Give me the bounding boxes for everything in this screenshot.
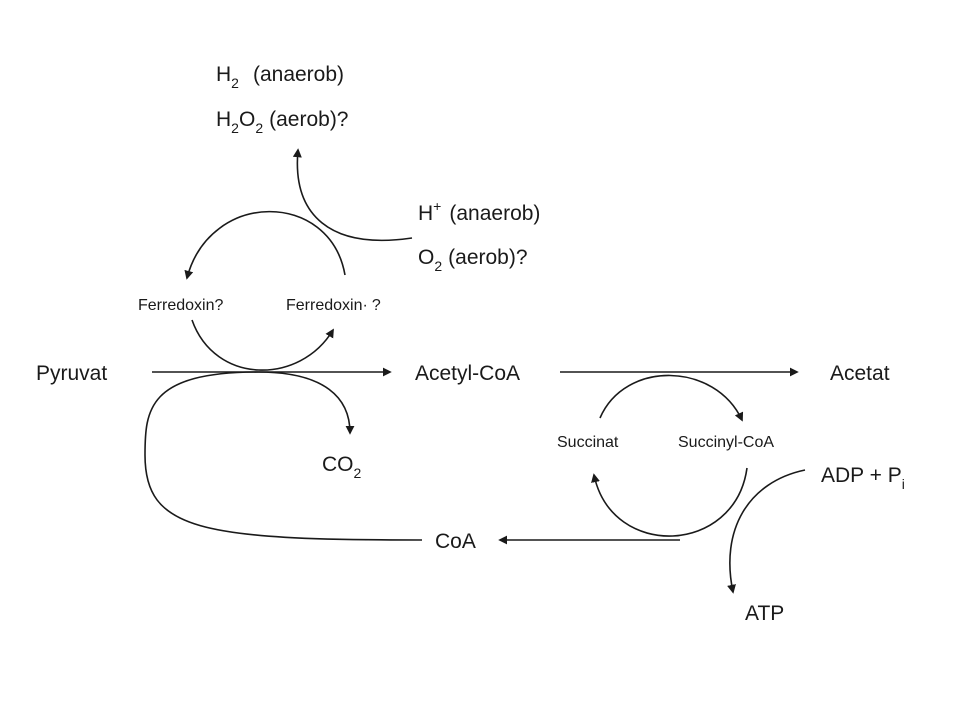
hplus-superscript: +: [433, 198, 441, 214]
h2o2-h: H: [216, 108, 231, 131]
h2-note: (anaerob): [253, 63, 344, 86]
h2o2-subscript-1: 2: [231, 120, 239, 136]
arc-ferredoxin-reduction: [191, 319, 334, 371]
label-coa: CoA: [435, 530, 476, 553]
arc-electron-acceptor: [292, 148, 413, 242]
ferredoxin-red-main: Ferredoxin: [286, 297, 362, 314]
h2-main: H: [216, 63, 231, 86]
label-ferredoxin-oxidized: Ferredoxin?: [138, 297, 223, 314]
adp-subscript: i: [902, 476, 905, 492]
h2o2-subscript-2: 2: [255, 120, 263, 136]
label-succinyl-coa: Succinyl-CoA: [678, 434, 774, 451]
label-acetat: Acetat: [830, 362, 890, 385]
o2-note: (aerob)?: [448, 246, 527, 269]
arc-succinyl-coa-to-succinat: [591, 467, 748, 537]
co2-subscript: 2: [354, 465, 362, 481]
arc-coa-loop: [144, 371, 423, 541]
co2-main: CO: [322, 453, 354, 476]
arc-co2-release: [257, 371, 355, 435]
label-pyruvat: Pyruvat: [36, 362, 107, 385]
adp-main: ADP + P: [821, 464, 902, 487]
label-co2: CO2: [322, 453, 362, 481]
label-ferredoxin-reduced: Ferredoxin·?: [286, 297, 381, 314]
hplus-main: H: [418, 202, 433, 225]
ferredoxin-red-question: ?: [372, 297, 381, 314]
label-adp-pi: ADP + Pi: [821, 464, 905, 492]
label-h2: H2 (anaerob): [216, 63, 344, 91]
hplus-note: (anaerob): [449, 202, 540, 225]
label-h-plus: H+ (anaerob): [418, 198, 540, 225]
label-o2: O2 (aerob)?: [418, 246, 528, 274]
ferredoxin-red-mark: ·: [362, 297, 367, 314]
h2o2-note: (aerob)?: [269, 108, 348, 131]
arc-adp-to-atp: [727, 469, 806, 594]
arc-ferredoxin-oxidation: [184, 210, 346, 280]
o2-main: O: [418, 246, 434, 269]
label-h2o2: H2O2(aerob)?: [216, 108, 349, 136]
label-atp: ATP: [745, 602, 784, 625]
label-succinat: Succinat: [557, 434, 619, 451]
h2-subscript: 2: [231, 75, 239, 91]
h2o2-o: O: [239, 108, 255, 131]
arc-succinat-to-succinyl-coa: [599, 374, 744, 422]
label-acetyl-coa: Acetyl-CoA: [415, 362, 520, 385]
o2-subscript: 2: [434, 258, 442, 274]
